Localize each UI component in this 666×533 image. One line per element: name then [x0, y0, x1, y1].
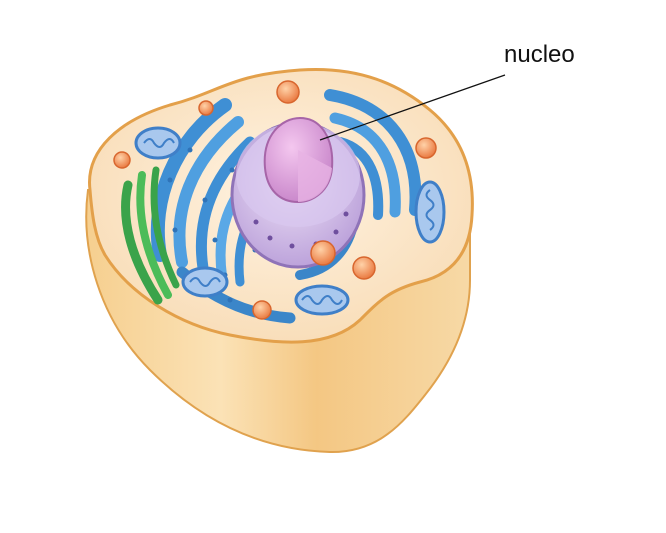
mitochondrion-icon: [183, 268, 227, 296]
vesicle-icon: [311, 241, 335, 265]
nucleus: [232, 118, 364, 267]
nucleus-label: nucleo: [504, 41, 575, 68]
vesicle-icon: [416, 138, 436, 158]
vesicle-icon: [353, 257, 375, 279]
vesicle-icon: [253, 301, 271, 319]
vesicle-icon: [114, 152, 130, 168]
vesicle-icon: [277, 81, 299, 103]
vesicle-icon: [199, 101, 213, 115]
